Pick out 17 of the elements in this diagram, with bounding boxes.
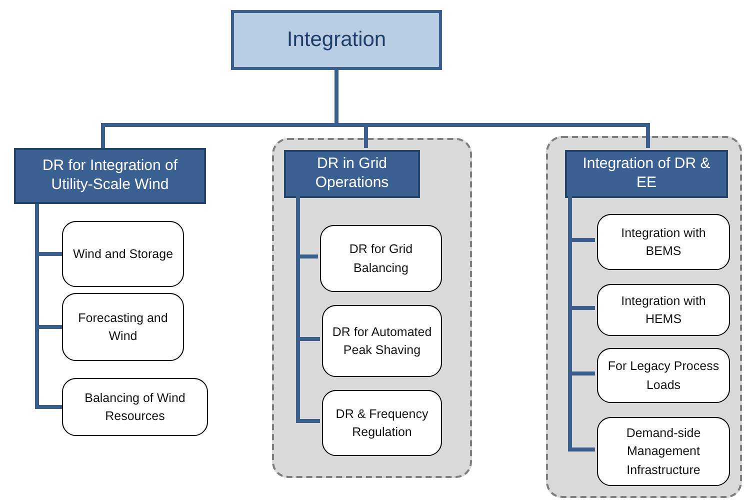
item-box: Integration with BEMS	[597, 214, 730, 270]
category-box: DR for Integration of Utility-Scale Wind	[14, 148, 206, 204]
category-box: DR in Grid Operations	[284, 150, 420, 198]
item-box: Demand-side Management Infrastructure	[597, 417, 730, 486]
item-box: Balancing of Wind Resources	[62, 378, 208, 436]
group-panel	[272, 138, 472, 478]
item-box: Forecasting and Wind	[62, 293, 184, 361]
item-box: Wind and Storage	[62, 221, 184, 287]
item-box: Integration with HEMS	[597, 284, 730, 336]
group-panel	[546, 136, 742, 498]
connector-line	[334, 70, 650, 148]
title-box: Integration	[231, 10, 442, 70]
category-box: Integration of DR & EE	[565, 150, 728, 198]
item-box: DR & Frequency Regulation	[322, 390, 442, 456]
item-box: DR for Grid Balancing	[320, 225, 442, 292]
item-box: DR for Automated Peak Shaving	[322, 305, 442, 377]
item-box: For Legacy Process Loads	[597, 348, 730, 403]
